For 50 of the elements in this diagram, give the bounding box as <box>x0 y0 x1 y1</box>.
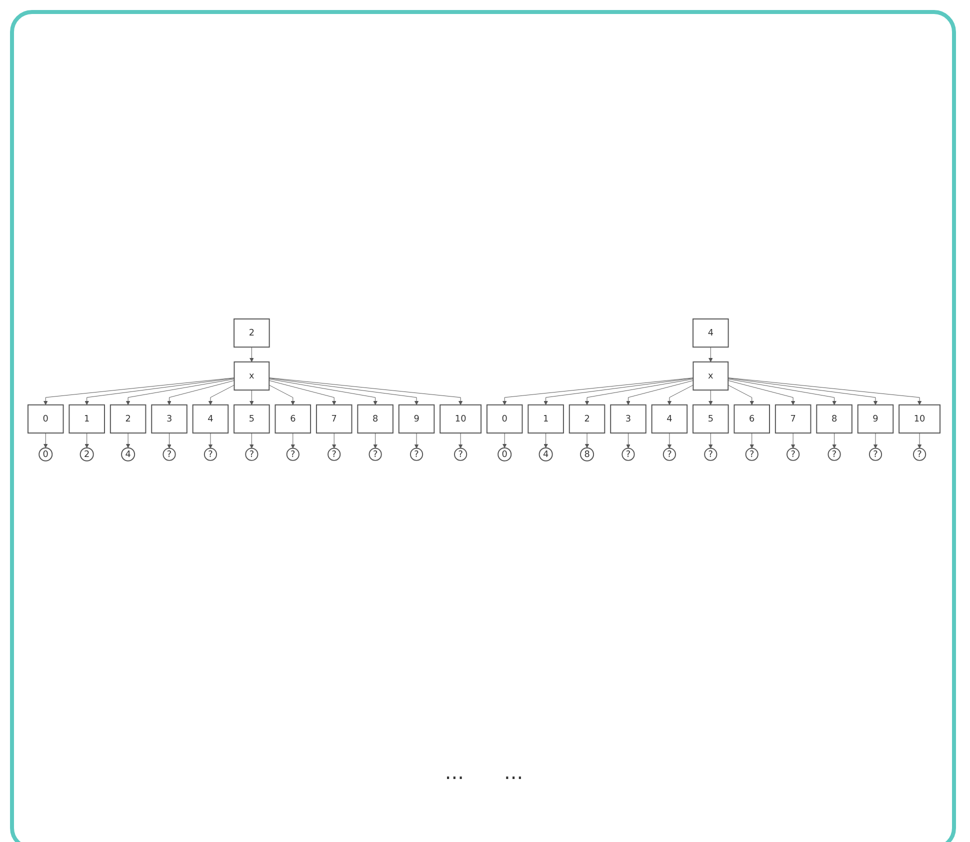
node-circle: 2 <box>80 447 94 462</box>
node-circle: ? <box>704 448 718 461</box>
node-circle: 8 <box>580 447 594 462</box>
node-box: 4 <box>692 318 729 348</box>
node-box: x <box>234 361 270 391</box>
node-circle: ? <box>410 448 424 461</box>
node-box: 1 <box>68 404 105 434</box>
node-box: 0 <box>486 404 523 434</box>
node-circle: 0 <box>498 447 512 462</box>
node-box: 9 <box>857 404 894 434</box>
node-box: 3 <box>610 404 646 434</box>
node-box: 3 <box>151 404 188 434</box>
node-circle: ? <box>662 448 676 461</box>
node-circle: 4 <box>121 447 136 462</box>
node-box: 7 <box>316 404 352 434</box>
node-box: 9 <box>398 404 435 434</box>
node-circle: ? <box>868 448 882 461</box>
node-box: 5 <box>234 404 270 434</box>
node-circle: ? <box>786 448 800 461</box>
node-circle: ? <box>622 448 635 461</box>
ellipsis-text: ... <box>444 760 464 784</box>
node-box: 0 <box>28 404 64 434</box>
node-circle: ? <box>162 448 176 461</box>
node-box: 8 <box>816 404 852 434</box>
node-circle: ? <box>454 448 468 461</box>
node-box: 8 <box>357 404 394 434</box>
node-box: 10 <box>440 404 482 434</box>
node-circle: ? <box>245 448 258 461</box>
node-box: 10 <box>898 404 940 434</box>
node-circle: 4 <box>538 447 553 462</box>
node-box: 2 <box>568 404 606 434</box>
node-circle: 0 <box>38 447 53 462</box>
node-circle: ? <box>328 448 341 461</box>
node-circle: ? <box>912 448 926 461</box>
node-circle: ? <box>828 448 841 461</box>
node-circle: ? <box>286 448 300 461</box>
node-box: x <box>692 361 729 391</box>
node-circle: ? <box>368 448 382 461</box>
ellipsis-text: ... <box>504 760 524 784</box>
node-box: 2 <box>110 404 146 434</box>
node-box: 5 <box>692 404 729 434</box>
node-box: 2 <box>234 318 270 348</box>
node-box: 7 <box>774 404 812 434</box>
node-circle: ? <box>745 448 758 461</box>
node-box: 1 <box>528 404 564 434</box>
node-box: 4 <box>651 404 688 434</box>
node-circle: ? <box>204 448 218 461</box>
node-box: 6 <box>734 404 770 434</box>
node-box: 4 <box>192 404 229 434</box>
node-box: 6 <box>274 404 312 434</box>
